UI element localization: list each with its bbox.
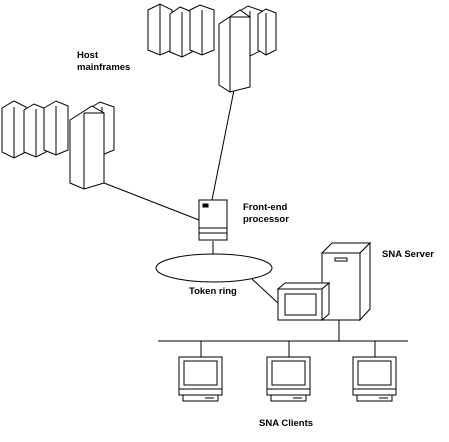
label-host-line1: Host — [77, 50, 99, 61]
link-mainframe1-to-fep — [211, 89, 235, 201]
sna-client-1-icon — [178, 356, 223, 402]
label-token-ring: Token ring — [189, 286, 237, 297]
link-mainframe2-to-fep — [103, 182, 200, 221]
mainframe-2-icon — [1, 100, 115, 190]
label-fep-line2: processor — [243, 214, 289, 225]
sna-client-2-icon — [266, 356, 311, 402]
front-end-processor-icon — [198, 199, 228, 241]
sna-server-icon — [276, 241, 372, 322]
label-sna-clients: SNA Clients — [259, 418, 313, 429]
mainframe-1-icon — [147, 3, 277, 93]
label-host-line2: mainframes — [77, 62, 130, 73]
label-fep-line1: Front-end — [243, 202, 288, 213]
sna-client-3-icon — [352, 356, 397, 402]
token-ring-icon — [155, 253, 273, 283]
label-sna-server: SNA Server — [382, 249, 434, 260]
link-token-ring-to-server — [251, 278, 280, 305]
